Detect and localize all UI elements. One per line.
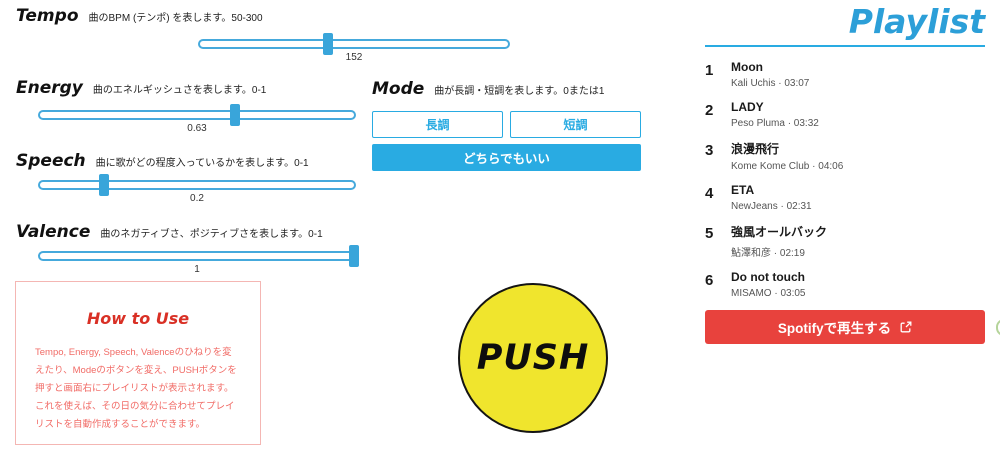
valence-label: Valence — [16, 222, 91, 242]
push-button[interactable]: PUSH — [458, 283, 608, 433]
how-to-use-box: How to Use Tempo, Energy, Speech, Valenc… — [15, 281, 261, 445]
valence-slider: 1 — [38, 245, 359, 275]
track-number: 4 — [705, 184, 714, 202]
track-number: 5 — [705, 224, 714, 242]
speech-slider: 0.2 — [38, 174, 356, 204]
mode-heading: Mode 曲が長調・短調を表します。0または1 — [372, 79, 604, 99]
valence-slider-track[interactable] — [38, 245, 359, 267]
track-title: 強風オールバック — [731, 224, 828, 239]
track-meta: NewJeans · 02:31 — [731, 200, 812, 212]
speech-value: 0.2 — [190, 193, 204, 204]
speech-description: 曲に歌がどの程度入っているかを表します。0-1 — [95, 158, 309, 169]
mode-either-button[interactable]: どちらでもいい — [372, 144, 641, 171]
speech-label: Speech — [16, 151, 86, 171]
tempo-description: 曲のBPM (テンポ) を表します。50-300 — [88, 13, 263, 24]
track-meta: Kali Uchis · 03:07 — [731, 77, 810, 89]
track-number: 1 — [705, 61, 714, 79]
energy-heading: Energy 曲のエネルギッシュさを表します。0-1 — [16, 78, 266, 98]
tempo-slider-track[interactable] — [198, 33, 510, 55]
speech-slider-handle[interactable] — [99, 174, 110, 196]
how-to-use-body: Tempo, Energy, Speech, Valenceのひねりを変えたり、… — [35, 347, 237, 431]
energy-label: Energy — [16, 78, 83, 98]
mode-description: 曲が長調・短調を表します。0または1 — [434, 86, 605, 97]
track-number: 6 — [705, 271, 714, 289]
valence-heading: Valence 曲のネガティブさ、ポジティブさを表します。0-1 — [16, 222, 323, 242]
track-title: Do not touch — [731, 269, 805, 284]
push-button-label: PUSH — [476, 338, 590, 378]
tempo-label: Tempo — [16, 6, 79, 26]
energy-slider-handle[interactable] — [229, 104, 240, 126]
tempo-slider-handle[interactable] — [322, 33, 333, 55]
track-number: 3 — [705, 141, 714, 159]
valence-description: 曲のネガティブさ、ポジティブさを表します。0-1 — [100, 229, 323, 240]
track-title: Moon — [731, 59, 763, 74]
play-on-spotify-button[interactable]: Spotifyで再生する — [705, 309, 985, 344]
playlist-title: Playlist — [848, 2, 985, 41]
playlist-row: 1 Moon Kali Uchis · 03:07 — [705, 60, 985, 89]
mode-major-button[interactable]: 長調 — [372, 111, 503, 138]
playlist-row: 6 Do not touch MISAMO · 03:05 — [705, 270, 985, 299]
how-to-use-title: How to Use — [86, 309, 190, 328]
valence-slider-handle[interactable] — [349, 245, 359, 267]
energy-slider-track[interactable] — [38, 104, 356, 126]
edge-clipped-button[interactable] — [996, 319, 1000, 336]
track-title: 浪漫飛行 — [731, 141, 780, 156]
tempo-slider: 152 — [198, 33, 510, 63]
playlist-row: 3 浪漫飛行 Kome Kome Club · 04:06 — [705, 140, 985, 172]
tempo-heading: Tempo 曲のBPM (テンポ) を表します。50-300 — [16, 6, 263, 26]
playlist-title-underline — [705, 44, 985, 47]
energy-slider: 0.63 — [38, 104, 356, 134]
playlist-row: 4 ETA NewJeans · 02:31 — [705, 183, 985, 212]
track-number: 2 — [705, 101, 714, 119]
tempo-value: 152 — [345, 52, 363, 63]
energy-value: 0.63 — [187, 123, 207, 134]
track-meta: Kome Kome Club · 04:06 — [731, 160, 844, 172]
speech-slider-track[interactable] — [38, 174, 356, 196]
mode-label: Mode — [372, 79, 425, 99]
speech-heading: Speech 曲に歌がどの程度入っているかを表します。0-1 — [16, 151, 309, 171]
track-meta: MISAMO · 03:05 — [731, 287, 806, 299]
track-meta: Peso Pluma · 03:32 — [731, 117, 819, 129]
external-link-icon — [900, 321, 912, 333]
mode-button-row: 長調 短調 — [372, 111, 641, 138]
track-meta: 鮎澤和彦 · 02:19 — [731, 247, 805, 259]
mode-minor-button[interactable]: 短調 — [510, 111, 641, 138]
energy-description: 曲のエネルギッシュさを表します。0-1 — [92, 85, 267, 96]
track-title: LADY — [731, 99, 764, 114]
play-on-spotify-label: Spotifyで再生する — [777, 320, 892, 336]
track-title: ETA — [731, 182, 755, 197]
playlist-list: 1 Moon Kali Uchis · 03:07 2 LADY Peso Pl… — [705, 60, 985, 299]
playlist-row: 5 強風オールバック 鮎澤和彦 · 02:19 — [705, 223, 985, 259]
playlist-panel: Playlist 1 Moon Kali Uchis · 03:07 2 LAD… — [705, 0, 985, 344]
valence-value: 1 — [194, 264, 200, 275]
playlist-row: 2 LADY Peso Pluma · 03:32 — [705, 100, 985, 129]
